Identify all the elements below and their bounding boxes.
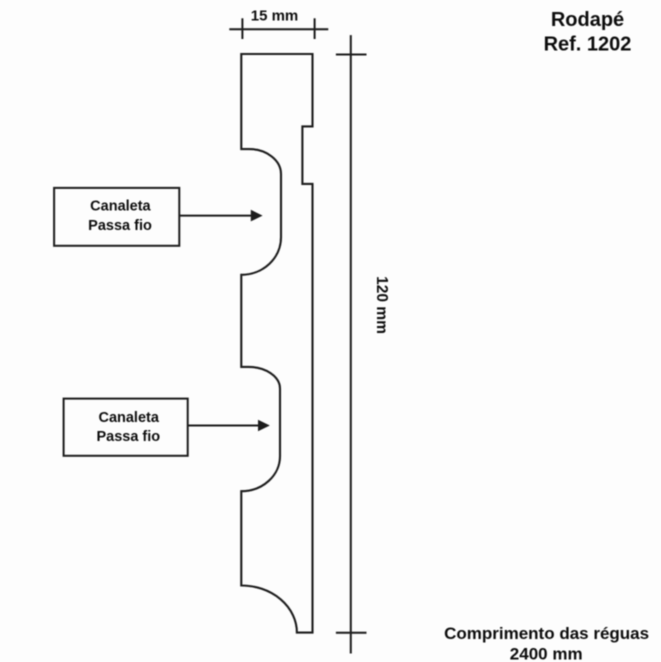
svg-text:Canaleta: Canaleta: [90, 199, 151, 215]
svg-text:Passa fio: Passa fio: [88, 218, 152, 234]
svg-text:Canaleta: Canaleta: [98, 410, 159, 426]
svg-text:Comprimento das réguas: Comprimento das réguas: [444, 624, 649, 643]
svg-text:Passa fio: Passa fio: [96, 429, 160, 445]
svg-text:15 mm: 15 mm: [251, 8, 299, 25]
svg-text:Ref. 1202: Ref. 1202: [544, 33, 632, 55]
svg-text:2400 mm: 2400 mm: [510, 645, 583, 662]
svg-text:120 mm: 120 mm: [373, 276, 390, 334]
svg-text:Rodapé: Rodapé: [551, 9, 624, 31]
